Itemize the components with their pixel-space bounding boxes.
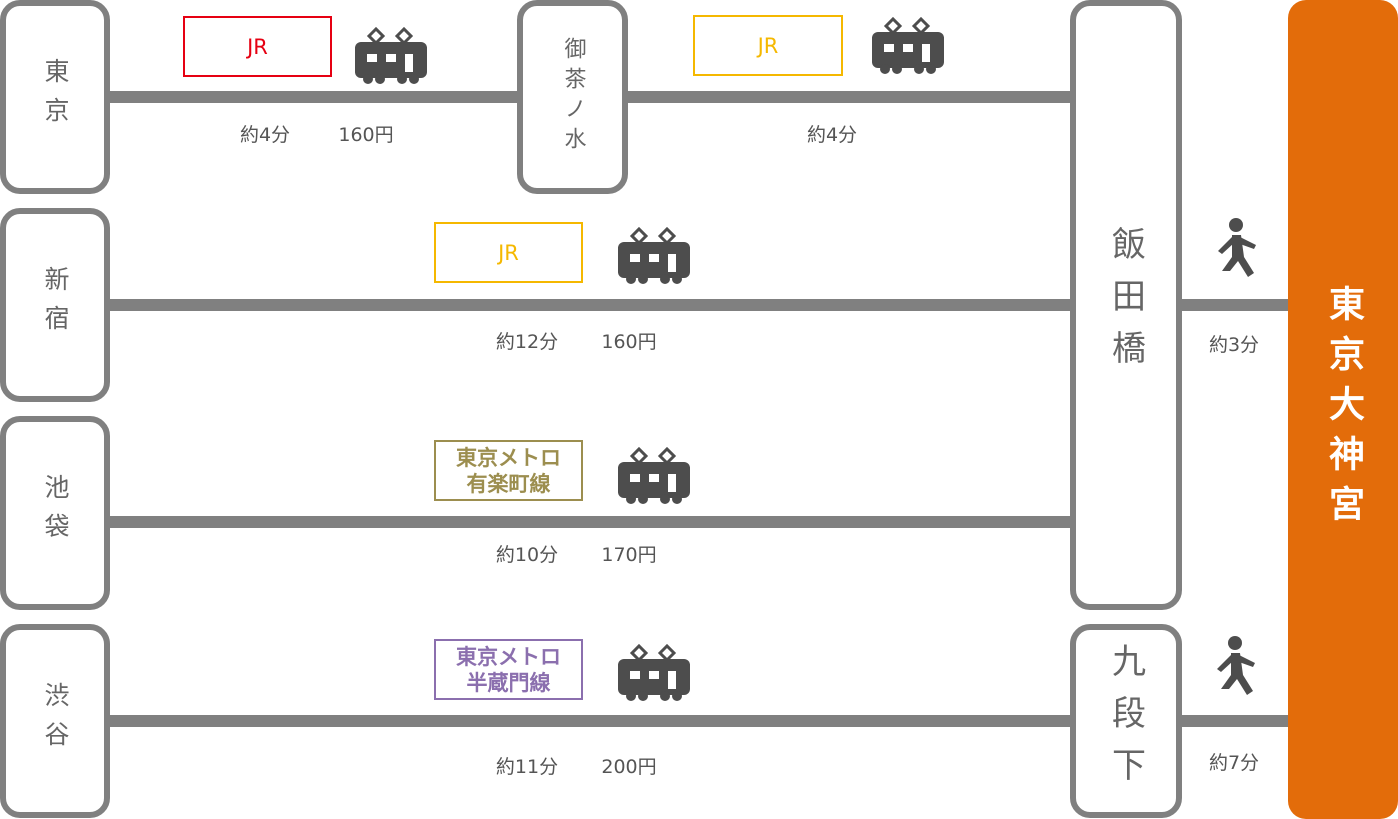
- fare: 160円: [601, 331, 657, 353]
- destination-tokyo-daijingu: 東京大神宮: [1288, 0, 1398, 819]
- train-icon: [618, 447, 690, 504]
- station-iidabashi: 飯田橋: [1070, 0, 1182, 610]
- route-line: [1180, 715, 1290, 727]
- station-shinjuku: 新宿: [0, 208, 110, 402]
- line-badge-yurakucho: 東京メトロ 有楽町線: [434, 440, 583, 501]
- route-line: [626, 91, 1073, 103]
- travel-time: 約12分: [495, 331, 559, 353]
- train-icon: [618, 227, 690, 284]
- station-ochanomizu: 御茶ノ水: [517, 0, 628, 194]
- walking-person-icon: [1218, 218, 1256, 277]
- walk-time: 約3分: [1208, 334, 1260, 356]
- train-icon: [355, 27, 427, 84]
- travel-time: 約10分: [495, 544, 559, 566]
- walking-person-icon: [1217, 636, 1255, 695]
- travel-time: 約4分: [806, 124, 858, 146]
- station-label: 渋谷: [41, 682, 70, 760]
- train-icon: [872, 17, 944, 74]
- route-line: [108, 91, 520, 103]
- station-shibuya: 渋谷: [0, 624, 110, 818]
- line-badge-jr: JR: [183, 16, 332, 77]
- station-label: 御茶ノ水: [560, 37, 586, 157]
- destination-label: 東京大神宮: [1323, 284, 1364, 535]
- route-line: [1180, 299, 1290, 311]
- station-label: 新宿: [41, 266, 70, 344]
- station-label: 九段下: [1105, 643, 1146, 799]
- route-line: [108, 299, 1073, 311]
- travel-time: 約4分: [239, 124, 291, 146]
- station-kudanshita: 九段下: [1070, 624, 1182, 818]
- station-tokyo: 東京: [0, 0, 110, 194]
- fare: 160円: [338, 124, 394, 146]
- route-line: [108, 715, 1073, 727]
- station-ikebukuro: 池袋: [0, 416, 110, 610]
- line-badge-jr: JR: [434, 222, 583, 283]
- route-line: [108, 516, 1073, 528]
- walk-time: 約7分: [1208, 752, 1260, 774]
- line-badge-hanzomon: 東京メトロ 半蔵門線: [434, 639, 583, 700]
- station-label: 飯田橋: [1105, 226, 1146, 382]
- fare: 200円: [601, 756, 657, 778]
- station-label: 池袋: [41, 474, 70, 552]
- train-icon: [618, 644, 690, 701]
- station-label: 東京: [41, 58, 70, 136]
- travel-time: 約11分: [495, 756, 559, 778]
- fare: 170円: [601, 544, 657, 566]
- line-badge-jr: JR: [693, 15, 843, 76]
